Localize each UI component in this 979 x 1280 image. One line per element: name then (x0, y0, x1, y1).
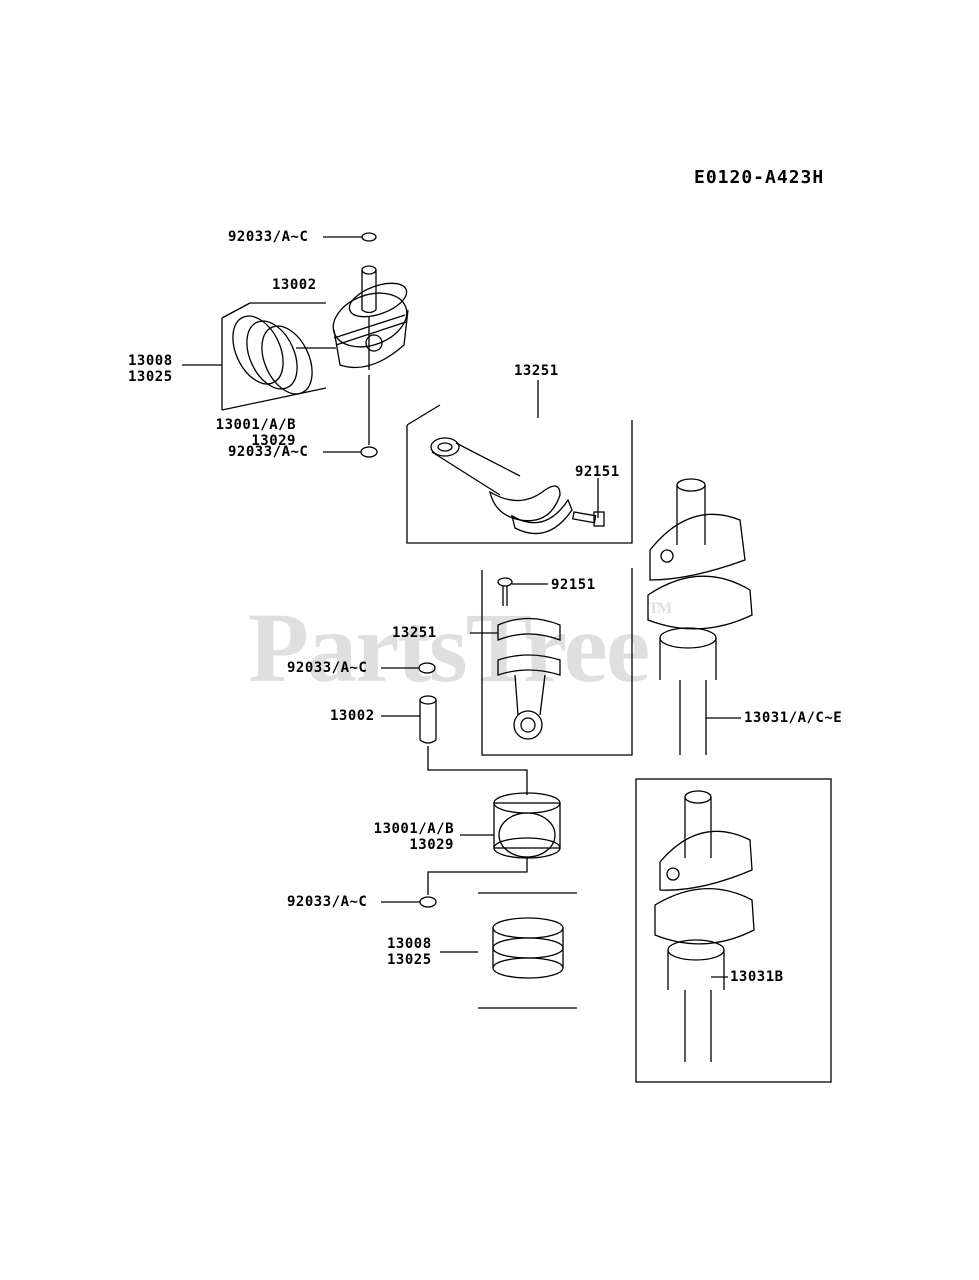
conrod-middle[interactable] (470, 577, 561, 740)
label-group-13001-13029-bottom: 13001/A/B 13029 (361, 821, 454, 853)
label-92033-top-lower[interactable]: 92033/A~C (228, 444, 309, 460)
crankshaft-b-box (635, 778, 832, 1083)
watermark-logo: PartsTreeTM (248, 590, 672, 705)
label-13025-bottom[interactable]: 13025 (387, 952, 432, 968)
label-92033-top[interactable]: 92033/A~C (228, 229, 309, 245)
label-13251-top[interactable]: 13251 (514, 363, 559, 379)
label-group-13008-13025-top: 13008 13025 (128, 353, 173, 385)
label-13251-mid[interactable]: 13251 (392, 625, 437, 641)
upper-conrod-box (406, 380, 633, 544)
label-13031[interactable]: 13031/A/C~E (744, 710, 843, 726)
conrod-upper[interactable] (430, 437, 605, 535)
label-92033-mid[interactable]: 92033/A~C (287, 660, 368, 676)
crankshaft-a[interactable] (647, 478, 753, 755)
label-group-13008-13025-bottom: 13008 13025 (387, 936, 432, 968)
label-13001-bottom[interactable]: 13001/A/B (373, 821, 454, 837)
piston-top[interactable] (296, 277, 414, 369)
label-group-13001-13029-top: 13001/A/B 13029 (202, 417, 296, 449)
circlip-top-lower[interactable] (323, 375, 378, 458)
label-13031b[interactable]: 13031B (730, 969, 784, 985)
label-13002-top[interactable]: 13002 (272, 277, 317, 293)
piston-rings-top[interactable] (182, 302, 327, 411)
piston-pin-mid[interactable] (381, 695, 528, 795)
diagram-code: E0120-A423H (694, 167, 825, 188)
crankshaft-b[interactable] (654, 790, 755, 1062)
label-13029-bottom[interactable]: 13029 (409, 837, 454, 853)
piston-mid[interactable] (427, 792, 561, 895)
label-92151-mid[interactable]: 92151 (551, 577, 596, 593)
label-13029-top[interactable]: 13029 (251, 433, 296, 449)
watermark-text: PartsTree (248, 592, 650, 703)
piston-rings-bottom[interactable] (440, 892, 577, 1009)
label-13001-top[interactable]: 13001/A/B (215, 417, 296, 433)
label-13008-top[interactable]: 13008 (128, 353, 173, 369)
label-13002-mid[interactable]: 13002 (330, 708, 375, 724)
piston-pin-top[interactable] (361, 265, 377, 370)
label-13008-bottom[interactable]: 13008 (387, 936, 432, 952)
middle-piston-assembly (381, 662, 577, 1009)
circlip-top[interactable] (323, 232, 377, 242)
label-13025-top[interactable]: 13025 (128, 369, 173, 385)
circlip-mid[interactable] (381, 662, 436, 674)
label-92151-top[interactable]: 92151 (575, 464, 620, 480)
middle-conrod-box (481, 568, 633, 756)
label-92033-bottom[interactable]: 92033/A~C (287, 894, 368, 910)
upper-piston-assembly (182, 232, 414, 458)
watermark-tm: TM (648, 600, 672, 617)
circlip-bottom[interactable] (381, 896, 437, 908)
